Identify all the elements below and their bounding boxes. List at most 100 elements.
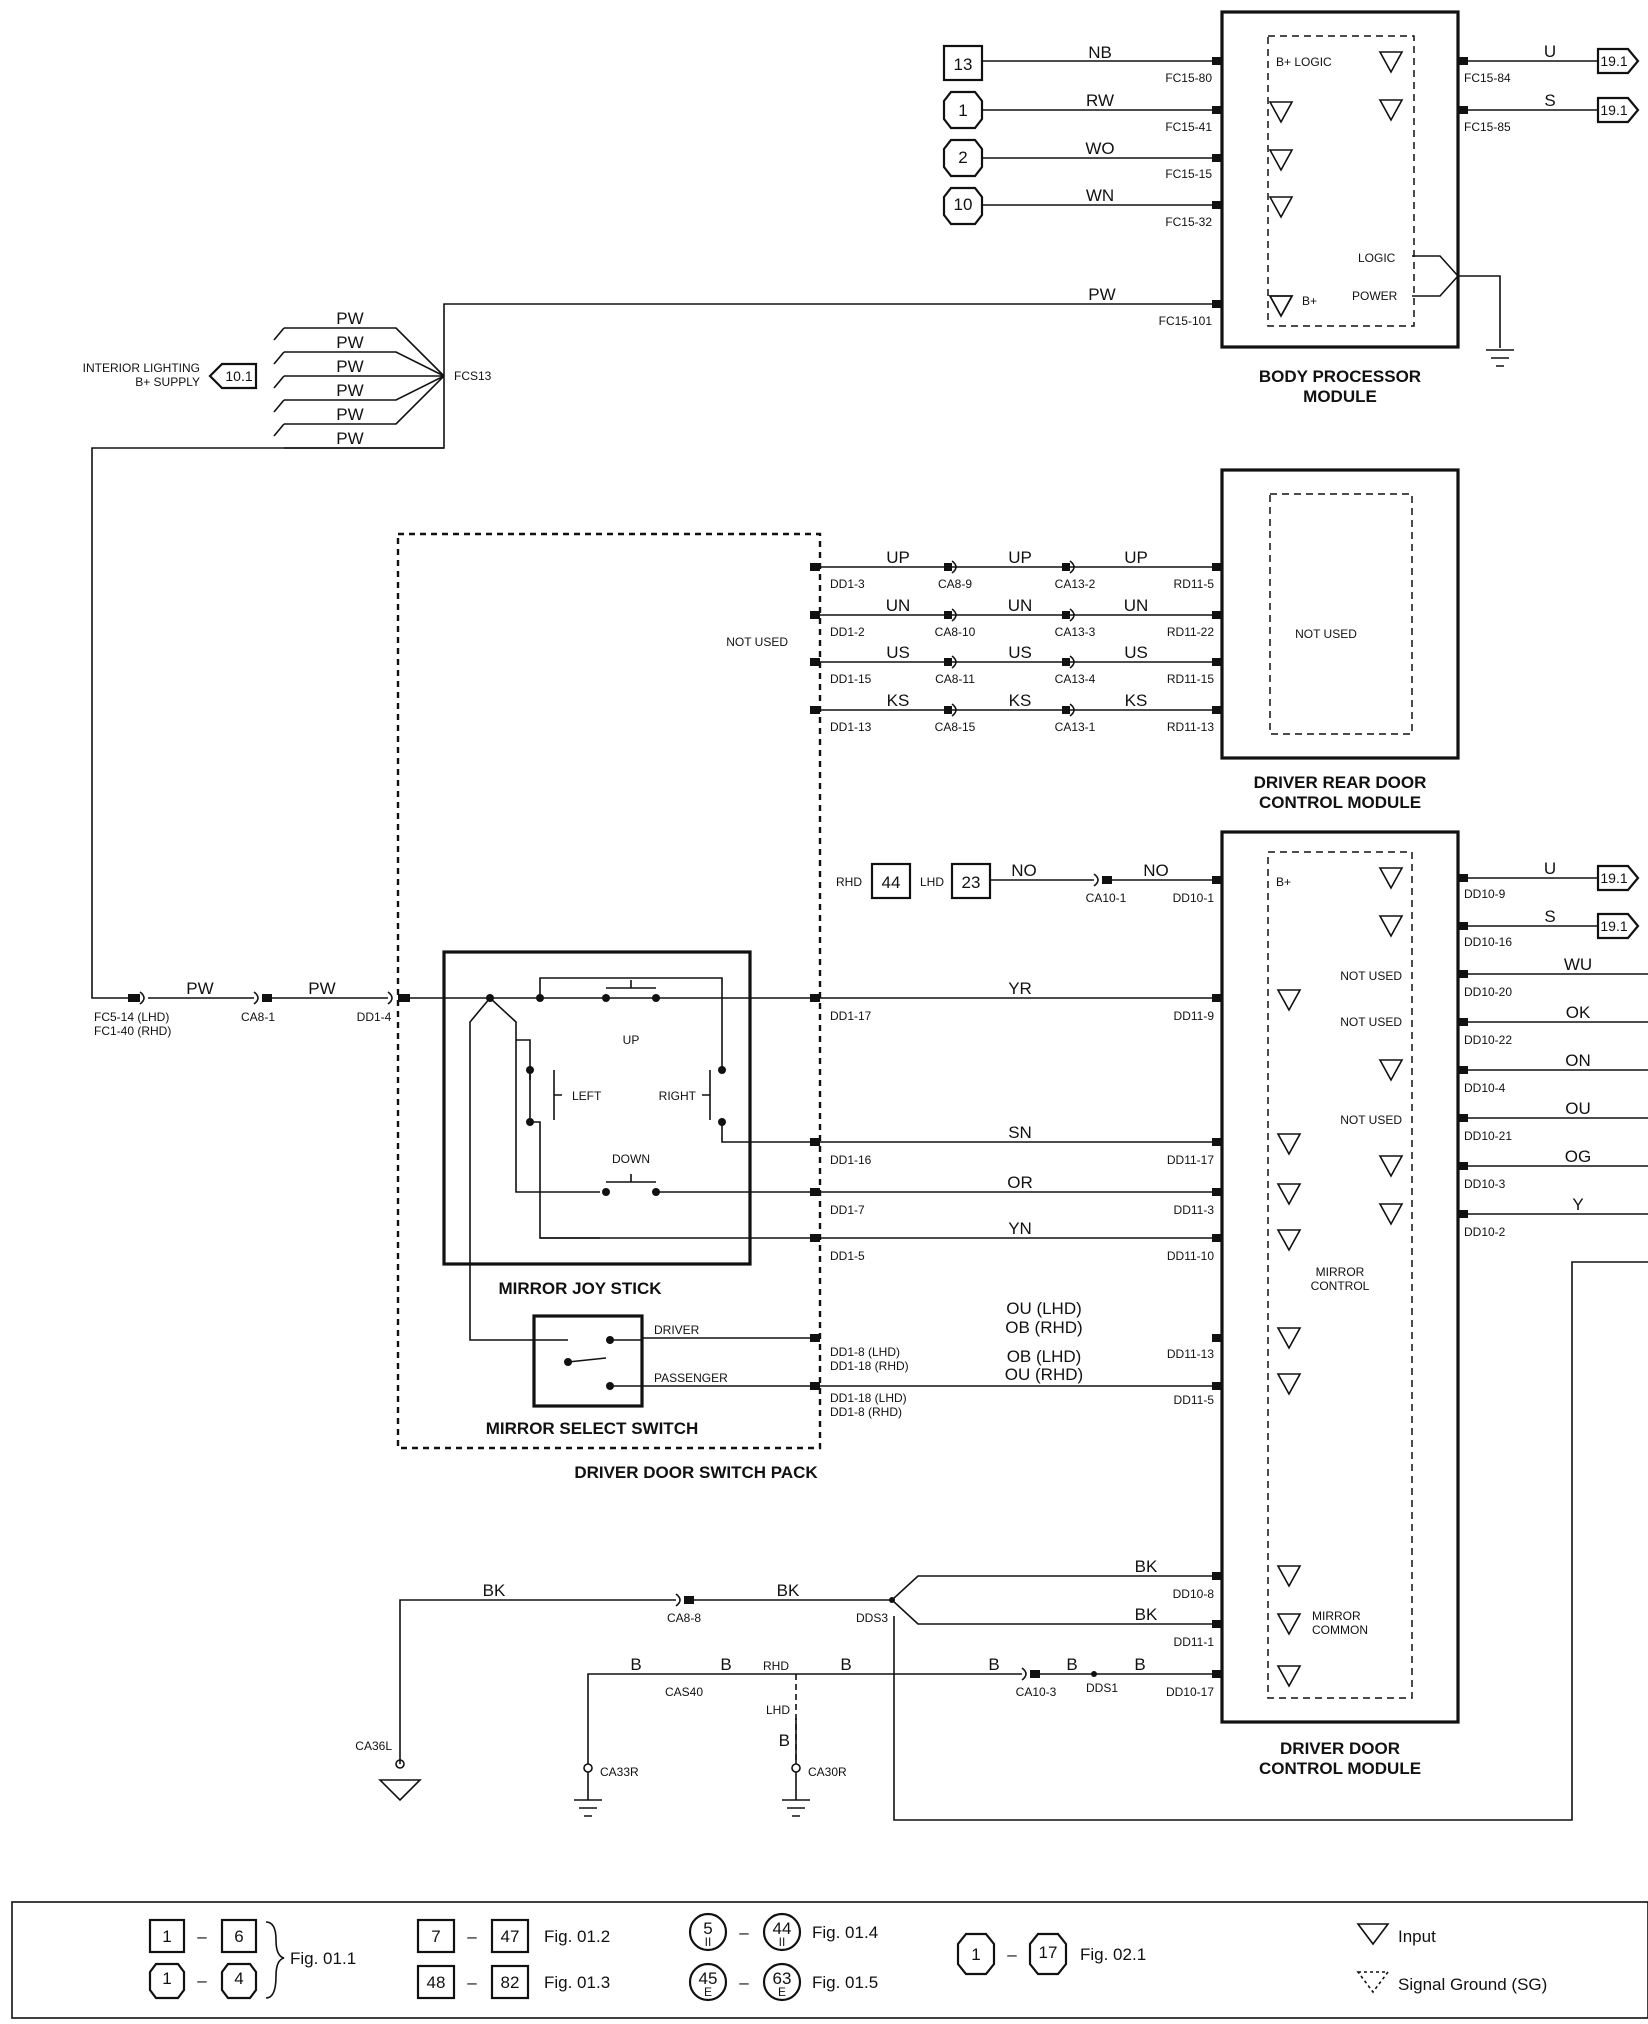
rear-row-4-wire-b: KS [1009,691,1032,710]
bpm-input-row-3: 2 WO FC15-15 [942,138,1294,181]
rear-row-4-wire-a: KS [887,691,910,710]
ddcm-output-6-pin: DD10-21 [1464,1129,1512,1143]
ddcm-output-1-ref: 19.1 [1600,870,1627,886]
body-processor-module: B+ LOGIC LOGIC POWER B+ BODY PROCESSOR M… [1220,10,1514,406]
bpm-input-1-wire: NB [1088,43,1112,62]
legend-g4-b: 17 [1039,1943,1058,1962]
ddcm-output-6: NOT USED OU DD10-21 [1340,1099,1648,1143]
select-row-1-wire-lhd: OU (LHD) [1006,1299,1082,1318]
ground-bk-3: BK [1135,1557,1158,1576]
feed-fc-lhd: FC5-14 (LHD) [94,1010,169,1024]
ddcm-output-7-pin: DD10-3 [1464,1177,1506,1191]
feed-wire-a: PW [186,979,213,998]
fcs13-wire-5: PW [336,405,363,424]
rear-row-2-dd: DD1-2 [830,625,865,639]
mirror-row-3: OR DD1-7 DD11-3 [810,1173,1302,1217]
joystick-right: RIGHT [659,1089,697,1103]
mirror-row-3-wire: OR [1007,1173,1033,1192]
rear-row-1-ca8: CA8-9 [938,577,972,591]
ground-bk-2: BK [777,1581,800,1600]
legend-g3-d: 63 [773,1969,792,1988]
rear-door-title-line1: DRIVER REAR DOOR [1254,773,1427,792]
ddcm-b-plus: B+ [1276,875,1291,889]
legend-g3-d-sub: E [778,1985,786,1999]
driver-rear-door-module: NOT USED DRIVER REAR DOOR CONTROL MODULE… [726,468,1460,812]
switch-pack-not-used: NOT USED [726,635,788,649]
feed-fc-rhd: FC1-40 (RHD) [94,1024,171,1038]
select-row-1-dd-lhd: DD1-8 (LHD) [830,1345,900,1359]
ddcm-rhd-ref: 44 [882,873,901,892]
legend-g1-d: 4 [234,1969,243,1988]
ddcm-output-3-wire: WU [1564,955,1592,974]
ddcm-output-6-label: NOT USED [1340,1113,1402,1127]
legend-g2-c: 48 [427,1973,446,1992]
bpm-output-1-wire: U [1544,42,1556,61]
ddcm-output-1-wire: U [1544,859,1556,878]
ddcm-output-4-label: NOT USED [1340,1015,1402,1029]
bpm-title-line2: MODULE [1303,387,1377,406]
legend: 1 – 6 1 – 4 Fig. 01.1 7 – 47 Fig. 01.2 4… [11,1901,1648,2019]
ddcm-output-2: 19.1 S DD10-16 [1378,907,1640,949]
legend-g2-d: 82 [501,1973,520,1992]
rear-row-1-wire-c: UP [1124,548,1148,567]
ddcm-output-2-pin: DD10-16 [1464,935,1512,949]
bpm-logic-label: LOGIC [1358,251,1396,265]
ddcm-lhd-label: LHD [920,875,944,889]
ground-ca8-8: CA8-8 [667,1611,701,1625]
bpm-b-plus-label: B+ [1302,294,1317,308]
fcs13-wire-2: PW [336,333,363,352]
ground-bk-4: BK [1135,1605,1158,1624]
legend-g1-c: 1 [162,1969,171,1988]
rear-door-not-used: NOT USED [1295,627,1357,641]
rear-row-4-dd: DD1-13 [830,720,872,734]
legend-g3-c: 45 [699,1969,718,1988]
rear-row-3-wire-a: US [886,643,910,662]
feed-dd: DD1-4 [357,1010,392,1024]
rear-row-4-ca8: CA8-15 [935,720,976,734]
ddcm-output-1-pin: DD10-9 [1464,887,1506,901]
ddcm-title-line2: CONTROL MODULE [1259,1759,1421,1778]
legend-g1-dash-2: – [197,1971,207,1990]
driver-door-switch-pack: DRIVER DOOR SWITCH PACK MIRROR JOY STICK… [94,532,822,1482]
ddcm-output-8: Y DD10-2 [1378,1195,1648,1239]
b-supply-label: B+ SUPPLY [135,375,200,389]
rear-row-1-dd: DD1-3 [830,577,865,591]
ddcm-output-4-pin: DD10-22 [1464,1033,1512,1047]
legend-g3-dash-1: – [739,1923,749,1942]
legend-g4-fig: Fig. 02.1 [1080,1945,1146,1964]
ground-dd10-17: DD10-17 [1166,1685,1214,1699]
ddcm-no-wire-a: NO [1011,861,1037,880]
rear-row-4-ca13: CA13-1 [1055,720,1096,734]
ddcm-output-3: NOT USED WU DD10-20 [1340,955,1648,999]
legend-g3-c-sub: E [704,1985,712,1999]
mirror-row-2-pin: DD11-17 [1167,1153,1214,1167]
bpm-output-2-wire: S [1544,91,1555,110]
bpm-power-label: POWER [1352,289,1398,303]
rear-row-3-dd: DD1-15 [830,672,872,686]
ddcm-output-5-wire: ON [1565,1051,1591,1070]
select-row-2-pin: DD11-5 [1174,1393,1215,1407]
ddcm-output-8-wire: Y [1572,1195,1583,1214]
bpm-output-1-ref: 19.1 [1600,53,1627,69]
ddcm-mirror-common-2: COMMON [1312,1623,1368,1637]
mirror-row-1-pin: DD11-9 [1174,1009,1215,1023]
mirror-row-4-pin: DD11-10 [1167,1249,1214,1263]
mirror-row-3-dd: DD1-7 [830,1203,865,1217]
rear-row-3-rd: RD11-15 [1167,672,1214,686]
bpm-input-3-wire: WO [1085,139,1114,158]
select-driver-label: DRIVER [654,1323,700,1337]
ddcm-output-1: 19.1 U DD10-9 [1378,859,1640,901]
bpm-input-3-ref: 2 [958,148,967,167]
ddcm-output-2-wire: S [1544,907,1555,926]
legend-g2-b: 47 [501,1927,520,1946]
select-row-1-wire-rhd: OB (RHD) [1005,1318,1082,1337]
ddcm-title-line1: DRIVER DOOR [1280,1739,1400,1758]
ddcm-lhd-ref: 23 [962,873,981,892]
legend-g3-fig-b: Fig. 01.5 [812,1973,878,1992]
rear-row-3-wire-c: US [1124,643,1148,662]
joystick-up: UP [623,1033,640,1047]
rear-door-row-1: UP UP UP DD1-3 CA8-9 CA13-2 RD11-5 [810,548,1222,591]
ground-ca33r: CA33R [600,1765,639,1779]
ground-b-1: B [630,1655,641,1674]
feed-ca8: CA8-1 [241,1010,275,1024]
